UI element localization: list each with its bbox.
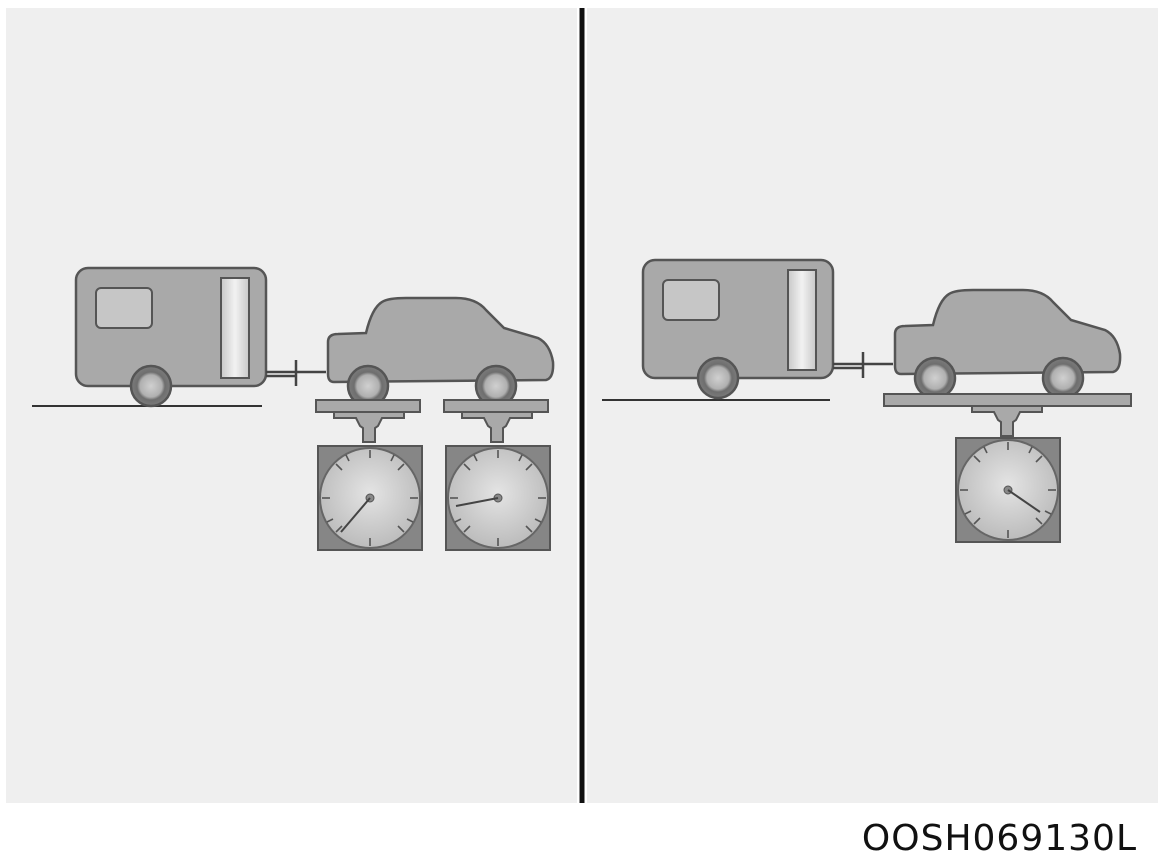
trailer-icon [641,258,835,400]
gauge-needle [340,497,371,533]
hitch-icon [833,352,893,378]
left-scene [32,266,555,551]
trailer-icon [74,266,268,408]
gauge-needle [1007,489,1041,513]
scale-icon [883,393,1132,543]
figure-code: OOSH069130L [861,818,1137,859]
hitch-icon [266,360,326,386]
right-scene [602,258,1132,543]
gauge-needle [455,497,499,507]
scale-icon [443,399,551,551]
scale-icon [315,399,423,551]
